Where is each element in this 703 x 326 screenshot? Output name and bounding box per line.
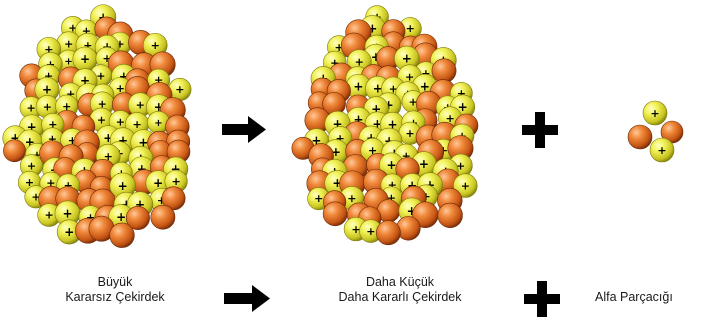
plus-sign: + [27,159,36,172]
alpha-particle: ++ [628,101,683,162]
plus-icon [524,281,560,317]
neutron [628,125,652,149]
arrow-icon [224,285,270,312]
plus-sign: + [43,100,52,113]
plus-sign: + [153,176,163,190]
plus-sign: + [62,206,72,220]
caption-line: Daha Kararlı Çekirdek [315,290,485,305]
neutron [3,140,25,162]
smaller-stable-nucleus-caption: Daha Küçük Daha Kararlı Çekirdek [315,275,485,305]
neutron [110,223,135,248]
caption-line: Büyük [40,275,190,290]
caption-line: Kararsız Çekirdek [40,290,190,305]
alpha-particle-caption: Alfa Parçacığı [595,290,703,305]
plus-sign: + [132,118,141,131]
plus-sign: + [116,210,126,224]
plus-sign: + [387,158,397,172]
plus-sign: + [175,83,184,96]
plus-sign: + [353,79,363,93]
plus-sign: + [136,98,145,111]
caption-line: Alfa Parçacığı [595,290,703,305]
plus-sign: + [461,179,470,192]
plus-sign: + [118,179,128,193]
plus-sign: + [154,118,162,129]
caption-line: Daha Küçük [315,275,485,290]
plus-sign: + [314,192,323,205]
plus-sign: + [45,209,54,222]
proton: + [650,138,674,162]
smaller-stable-nucleus: ++++++++++++++++++++++++++++++++++++++++… [292,6,478,245]
plus-sign: + [419,157,429,171]
neutron [432,59,456,83]
plus-sign: + [64,56,72,67]
plus-sign: + [27,101,36,114]
plus-sign: + [42,82,52,96]
plus-sign: + [64,38,73,51]
plus-sign: + [347,192,356,205]
large-unstable-nucleus-caption: Büyük Kararsız Çekirdek [40,275,190,305]
plus-sign: + [64,225,74,239]
plus-sign: + [650,107,659,120]
arrow-icon [222,116,266,143]
plus-sign: + [351,223,360,236]
plus-sign: + [151,39,160,52]
neutron [438,203,463,228]
large-unstable-nucleus: ++++++++++++++++++++++++++++++++++++++++… [3,5,191,248]
plus-sign: + [402,51,412,65]
plus-sign: + [97,114,106,127]
neutron [323,202,347,226]
plus-icon [522,112,558,148]
proton: + [643,101,667,125]
neutron [151,205,175,229]
plus-sign: + [406,22,415,35]
plus-sign: + [96,69,105,82]
plus-sign: + [405,127,414,140]
plus-sign: + [116,115,125,128]
plus-sign: + [80,52,90,66]
neutron [376,221,400,245]
plus-sign: + [657,144,666,157]
plus-sign: + [171,175,180,188]
plus-sign: + [366,225,375,238]
